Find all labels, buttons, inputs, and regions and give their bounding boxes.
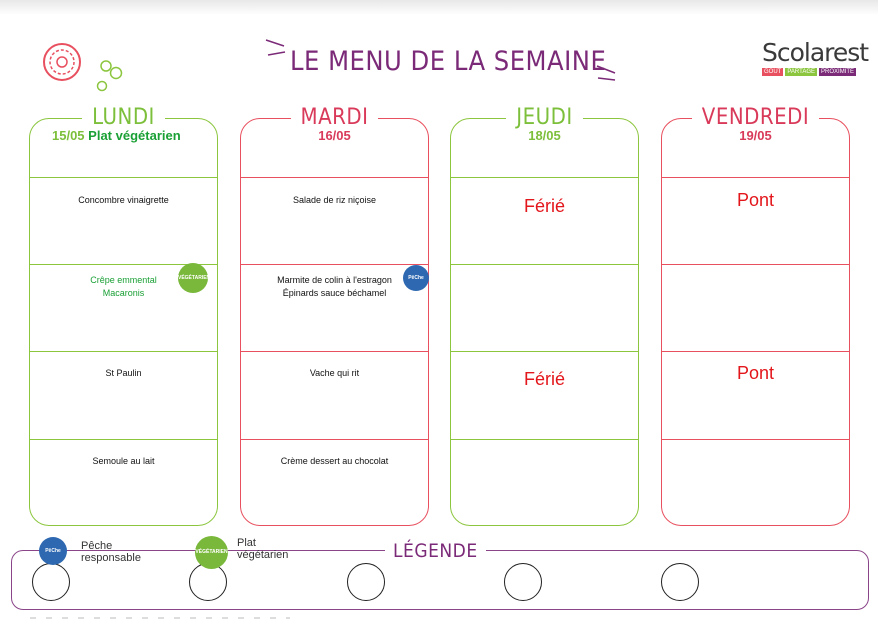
sparkle-left-icon [265, 39, 286, 56]
logo-wordmark: Scolarest [762, 38, 869, 67]
legend-circle [32, 563, 70, 601]
legend-label-peche: Pêche responsable [81, 540, 141, 564]
day-date: 19/05 [739, 128, 772, 143]
day-name: VENDREDI [691, 105, 820, 130]
closed-label: Férié [523, 196, 565, 216]
legend-title: LÉGENDE [385, 540, 486, 562]
menu-item-entree: Concombre vinaigrette [78, 195, 169, 205]
vegetarian-badge-icon: VÉGÉTARIEN [178, 263, 210, 293]
day-column-lundi: LUNDI 15/05 Plat végétarien Concombre vi… [29, 105, 218, 526]
closed-label: Férié [523, 369, 565, 389]
special-label: Plat végétarien [88, 128, 181, 143]
scolarest-logo: Scolarest GOÛT PARTAGE PROXIMITÉ [762, 38, 869, 76]
menu-item-main: Crêpe emmental Macaronis [90, 275, 157, 298]
day-name: JEUDI [506, 105, 583, 130]
day-column-mardi: MARDI 16/05 Salade de riz niçoise Marmit… [240, 105, 429, 526]
day-name: LUNDI [82, 105, 165, 130]
logo-tag-1: GOÛT [762, 68, 784, 76]
legend-circle [189, 563, 227, 601]
day-date: 16/05 [318, 128, 351, 143]
menu-item-entree: Salade de riz niçoise [292, 195, 377, 205]
day-column-jeudi: JEUDI 18/05 Férié Férié [450, 105, 639, 526]
peche-responsable-badge-icon: PêChe [403, 265, 429, 291]
stamp-icon [43, 43, 123, 92]
footer-decoration [30, 617, 290, 619]
vegetarian-icon: VÉGÉTARIEN [195, 536, 228, 569]
closed-label: Pont [736, 363, 775, 383]
day-name: MARDI [290, 105, 379, 130]
day-column-vendredi: VENDREDI 19/05 Pont Pont [661, 105, 850, 526]
menu-item-dessert: Crème dessert au chocolat [280, 456, 389, 466]
menu-item-cheese: St Paulin [105, 368, 142, 378]
peche-responsable-icon: PêChe [39, 537, 67, 565]
menu-item-cheese: Vache qui rit [309, 368, 360, 378]
logo-tag-3: PROXIMITÉ [819, 68, 857, 76]
logo-tag-2: PARTAGE [785, 68, 818, 76]
legend-circle [347, 563, 385, 601]
day-date: 15/05 [52, 128, 85, 143]
legend-label-vegetarian: Plat végétarien [237, 537, 289, 561]
legend-circle [661, 563, 699, 601]
menu-item-main: Marmite de colin à l'estragon Épinards s… [277, 275, 392, 298]
sparkle-right-icon [596, 65, 616, 81]
legend-circle [504, 563, 542, 601]
closed-label: Pont [736, 190, 775, 210]
page-title: LE MENU DE LA SEMAINE [290, 46, 607, 77]
menu-item-dessert: Semoule au lait [92, 456, 155, 466]
day-date: 18/05 [528, 128, 561, 143]
top-bar [0, 0, 878, 14]
